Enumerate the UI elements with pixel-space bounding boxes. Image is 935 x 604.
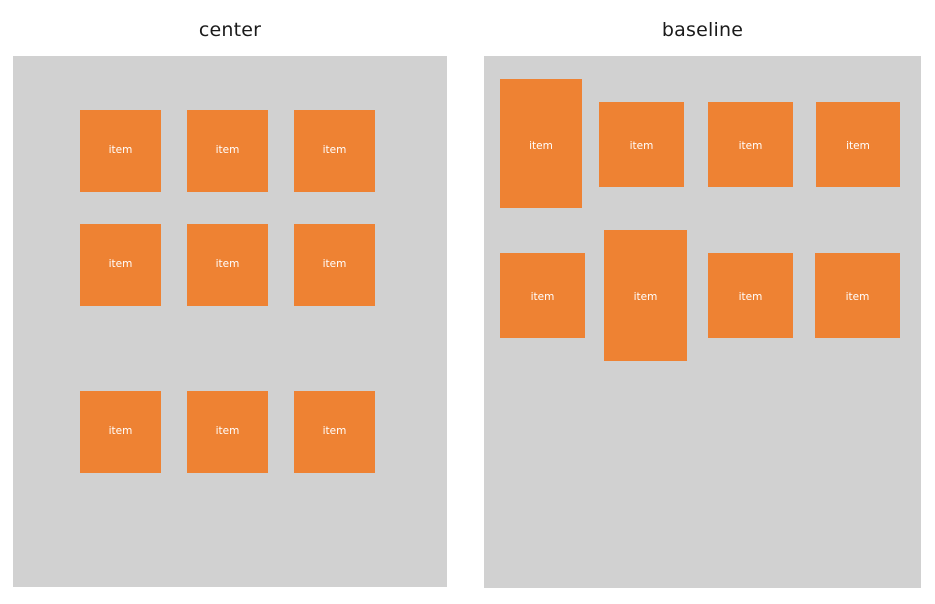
- flex-item[interactable]: item: [294, 224, 375, 306]
- flex-item-label: item: [529, 140, 553, 152]
- flex-row: item item item item: [484, 56, 921, 208]
- flex-item[interactable]: item: [80, 110, 161, 192]
- flex-item-label: item: [215, 144, 240, 156]
- flex-item-label: item: [846, 140, 870, 152]
- flex-item[interactable]: item: [500, 253, 585, 338]
- flex-item[interactable]: item: [604, 230, 687, 361]
- flex-item-label: item: [108, 258, 133, 270]
- flex-item-label: item: [629, 140, 654, 152]
- flex-item[interactable]: item: [815, 253, 900, 338]
- flex-row: item item item: [13, 56, 447, 192]
- flex-item[interactable]: item: [599, 102, 684, 187]
- flex-item[interactable]: item: [708, 102, 793, 187]
- flex-item-label: item: [322, 144, 347, 156]
- flex-item[interactable]: item: [80, 391, 161, 473]
- flex-item-label: item: [845, 291, 870, 303]
- flex-item[interactable]: item: [816, 102, 900, 187]
- flex-item[interactable]: item: [187, 391, 268, 473]
- demo-panel-baseline: baseline item item item item item: [484, 0, 921, 588]
- flex-item[interactable]: item: [187, 224, 268, 306]
- flex-row: item item item: [13, 360, 447, 529]
- flex-item-label: item: [215, 258, 240, 270]
- demo-panel-center: center item item item item item: [13, 0, 447, 587]
- flex-item-label: item: [215, 425, 240, 437]
- flex-item-label: item: [322, 258, 347, 270]
- flex-item[interactable]: item: [500, 79, 582, 208]
- flex-item[interactable]: item: [294, 391, 375, 473]
- flex-item-label: item: [738, 140, 763, 152]
- panel-title-baseline: baseline: [661, 19, 744, 41]
- flex-item-label: item: [738, 291, 763, 303]
- flex-item-label: item: [530, 291, 555, 303]
- flex-item[interactable]: item: [187, 110, 268, 192]
- flex-row: item item item item: [484, 208, 921, 361]
- flex-item[interactable]: item: [80, 224, 161, 306]
- panel-title-center: center: [198, 19, 262, 41]
- flex-item-label: item: [108, 425, 133, 437]
- flex-item[interactable]: item: [294, 110, 375, 192]
- flex-item-label: item: [108, 144, 133, 156]
- flex-row: item item item: [13, 192, 447, 360]
- flex-item-label: item: [633, 291, 658, 303]
- flex-item[interactable]: item: [708, 253, 793, 338]
- flex-container-baseline: item item item item item item: [484, 56, 921, 588]
- flex-container-center: item item item item item item: [13, 56, 447, 587]
- flex-item-label: item: [322, 425, 347, 437]
